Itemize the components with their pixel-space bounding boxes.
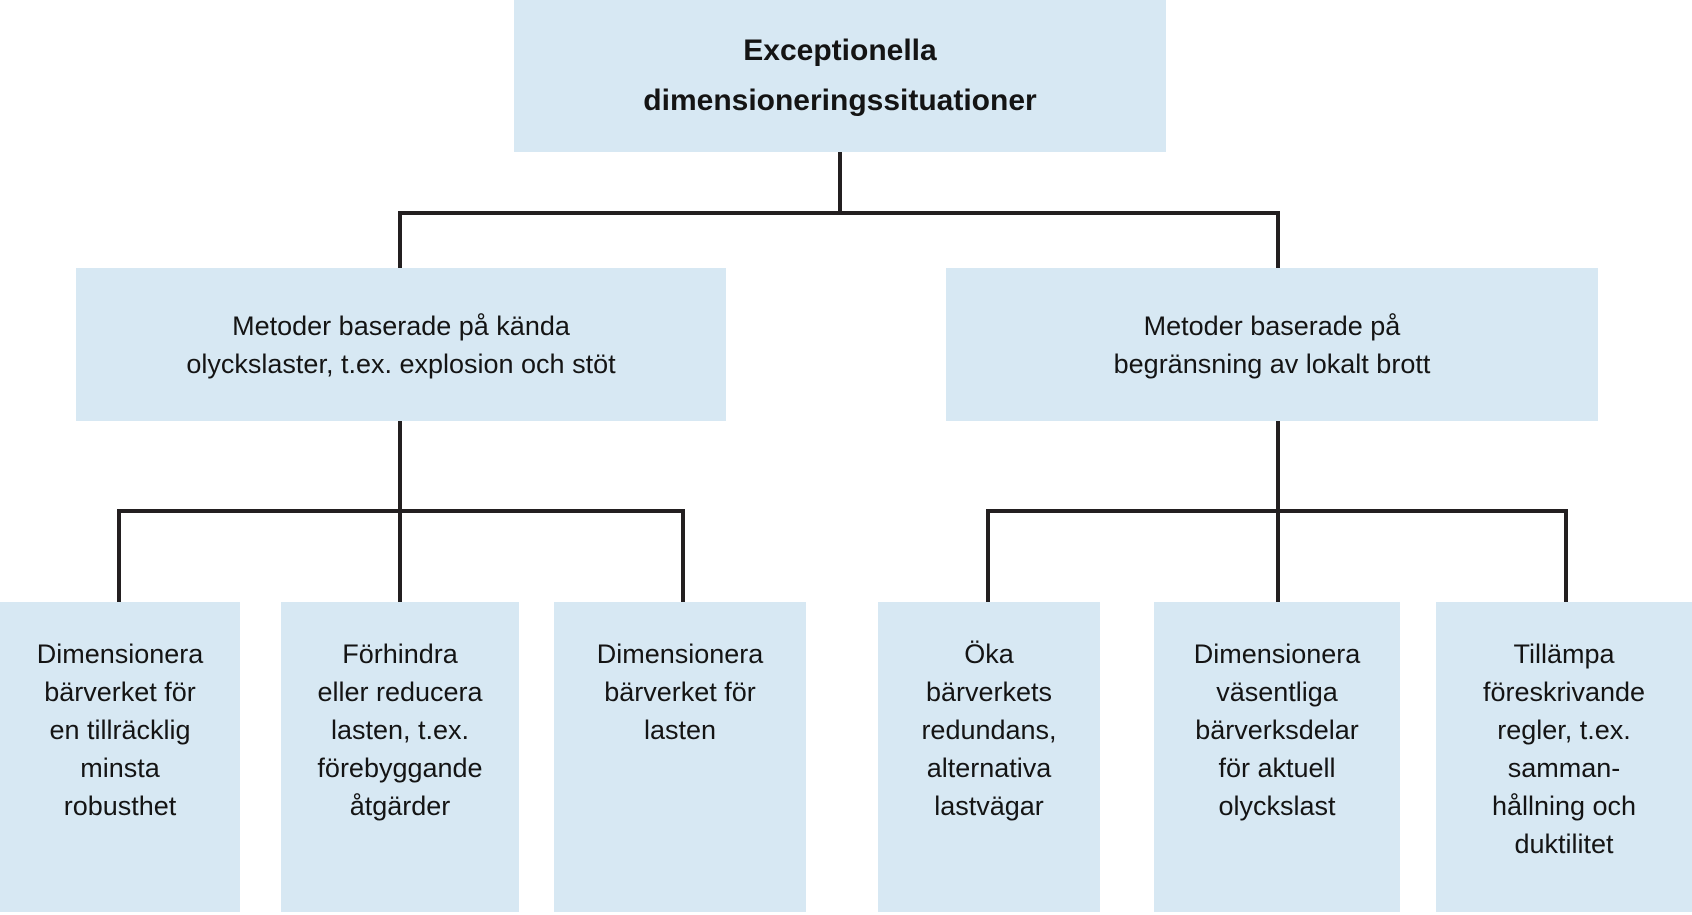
node-root-label: Exceptionella dimensioneringssituationer	[643, 34, 1037, 117]
node-leaf-5-label: Dimensionera väsentliga bärverksdelar fö…	[1193, 639, 1361, 821]
node-branch-right-label: Metoder baserade på begränsning av lokal…	[1113, 310, 1431, 379]
connector-root-stem	[838, 152, 842, 215]
connector-root-crossbar	[398, 211, 1280, 215]
node-leaf-design-for-load: Dimensionera bärverket för lasten	[554, 602, 806, 912]
connector-drop-to-leaf-4	[986, 509, 990, 602]
connector-drop-to-leaf-1	[117, 509, 121, 602]
node-leaf-6-label: Tillämpa föreskrivande regler, t.ex. sam…	[1482, 639, 1646, 859]
node-leaf-increase-redundancy: Öka bärverkets redundans, alternativa la…	[878, 602, 1100, 912]
connector-drop-to-leaf-3	[681, 509, 685, 602]
node-leaf-1-label: Dimensionera bärverket för en tillräckli…	[36, 639, 204, 821]
connector-drop-to-left-branch	[398, 211, 402, 268]
node-leaf-design-key-elements: Dimensionera väsentliga bärverksdelar fö…	[1154, 602, 1400, 912]
connector-drop-to-right-branch	[1276, 211, 1280, 268]
node-leaf-3-label: Dimensionera bärverket för lasten	[596, 639, 764, 745]
node-leaf-prevent-or-reduce-load: Förhindra eller reducera lasten, t.ex. f…	[281, 602, 519, 912]
connector-right-branch-crossbar	[986, 509, 1568, 513]
node-leaf-2-label: Förhindra eller reducera lasten, t.ex. f…	[317, 639, 483, 821]
node-branch-limit-local-failure: Metoder baserade på begränsning av lokal…	[946, 268, 1598, 421]
node-leaf-4-label: Öka bärverkets redundans, alternativa la…	[921, 639, 1057, 821]
node-branch-known-accidental-loads: Metoder baserade på kända olyckslaster, …	[76, 268, 726, 421]
node-root-exceptional-design-situations: Exceptionella dimensioneringssituationer	[514, 0, 1166, 152]
node-leaf-design-for-robustness: Dimensionera bärverket för en tillräckli…	[0, 602, 240, 912]
connector-drop-to-leaf-6	[1564, 509, 1568, 602]
node-branch-left-label: Metoder baserade på kända olyckslaster, …	[186, 310, 616, 379]
node-leaf-prescriptive-rules: Tillämpa föreskrivande regler, t.ex. sam…	[1436, 602, 1692, 912]
connector-left-branch-crossbar	[117, 509, 685, 513]
